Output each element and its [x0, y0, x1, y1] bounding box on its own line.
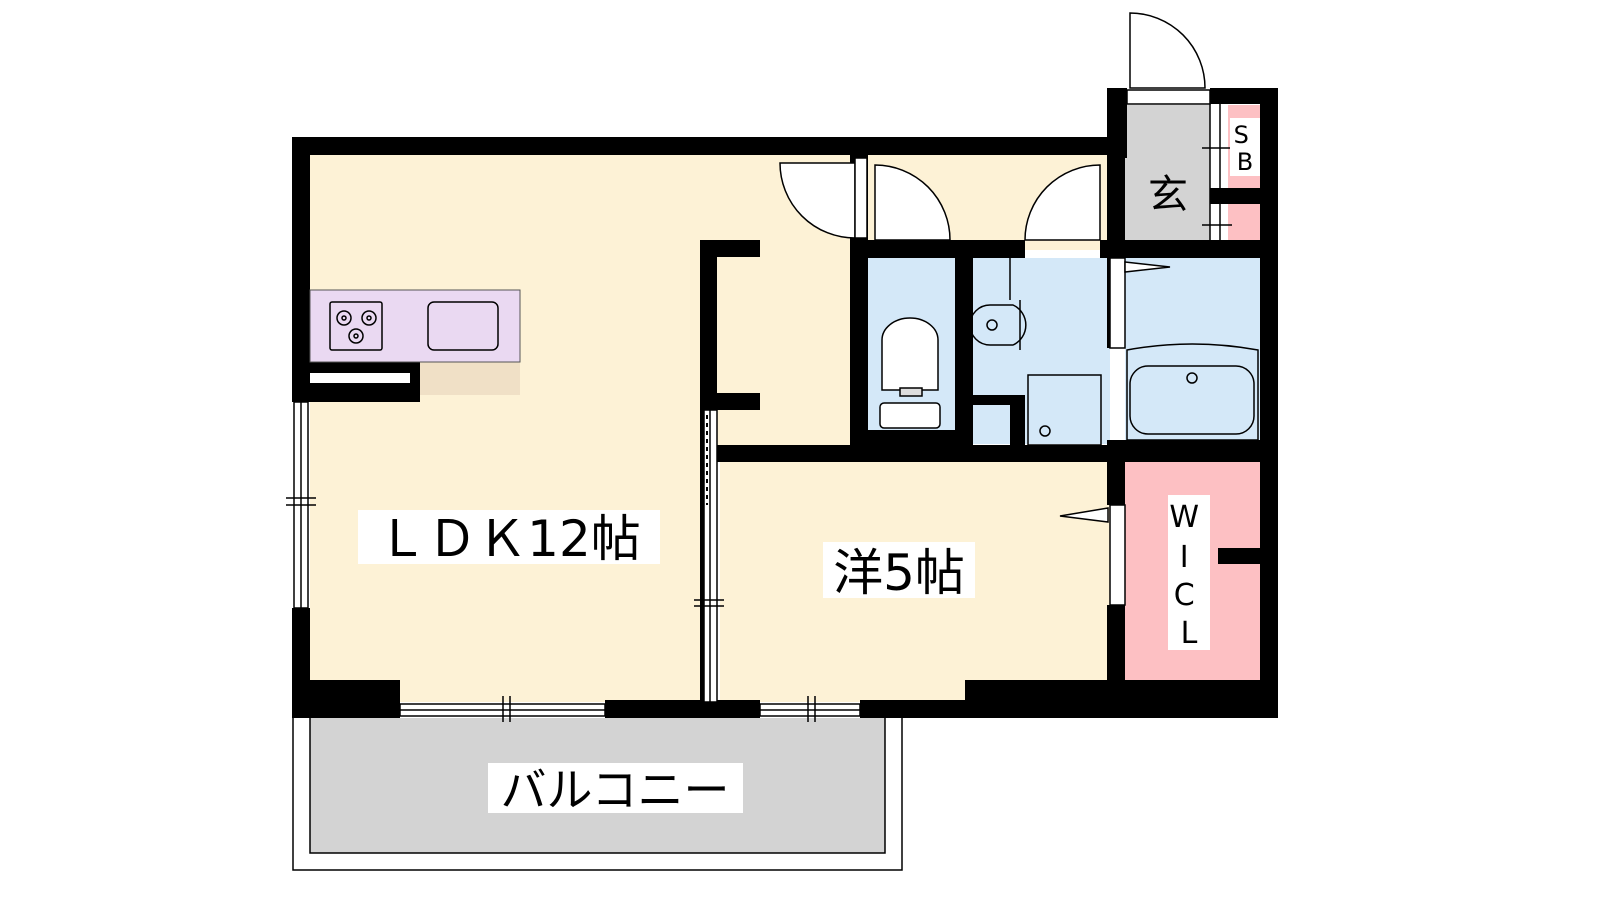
- ldk-label-bg: [358, 510, 660, 564]
- entrance-label: 玄: [1148, 172, 1188, 218]
- sink-icon: [427, 301, 499, 351]
- western-room-label: 洋5帖: [833, 544, 965, 602]
- balcony-label-bg: [488, 763, 743, 813]
- entrance-frame: [1126, 89, 1211, 105]
- door-swing-icon: [1129, 12, 1206, 89]
- closet-label-w: W: [1169, 500, 1199, 535]
- toilet-icon: [879, 317, 941, 429]
- shoebox-label-text: S: [1234, 121, 1249, 149]
- shoebox-label-text-2: B: [1237, 148, 1253, 176]
- bathtub-icon: [1126, 343, 1259, 441]
- door-swing-icon: [779, 162, 856, 239]
- closet-label-i: I: [1180, 540, 1189, 575]
- doors: [779, 12, 1206, 606]
- closet-label: W I C L: [1169, 500, 1208, 651]
- closet-label-bg: [1168, 495, 1210, 650]
- kitchen: [309, 289, 521, 363]
- stove-icon: [329, 301, 383, 351]
- closet-label-c: C: [1174, 578, 1195, 613]
- kitchen-cabinet: [420, 362, 520, 395]
- washroom-floor: [973, 258, 1110, 444]
- hall-link-floor: [710, 250, 865, 450]
- washing-machine-icon: [1027, 374, 1102, 446]
- ldk-label: ＬＤＫ12帖: [377, 510, 641, 568]
- walls: [292, 88, 1278, 718]
- western-label-bg: [823, 542, 975, 598]
- balcony-label: バルコニー: [500, 763, 729, 817]
- door-swing-icon: [1024, 164, 1101, 241]
- ldk-floor: [310, 155, 710, 702]
- closet-label-l: L: [1181, 616, 1198, 651]
- washbasin-icon: [969, 258, 1027, 350]
- door-swing-icon: [874, 164, 951, 241]
- balcony-railing: [292, 718, 903, 871]
- entrance-floor: [1125, 105, 1210, 242]
- shoebox-label-bg: [1230, 118, 1260, 176]
- shoebox-label: S B: [1234, 121, 1257, 176]
- labels: ＬＤＫ12帖 洋5帖 玄 S B W I C L バルコニー: [358, 118, 1260, 817]
